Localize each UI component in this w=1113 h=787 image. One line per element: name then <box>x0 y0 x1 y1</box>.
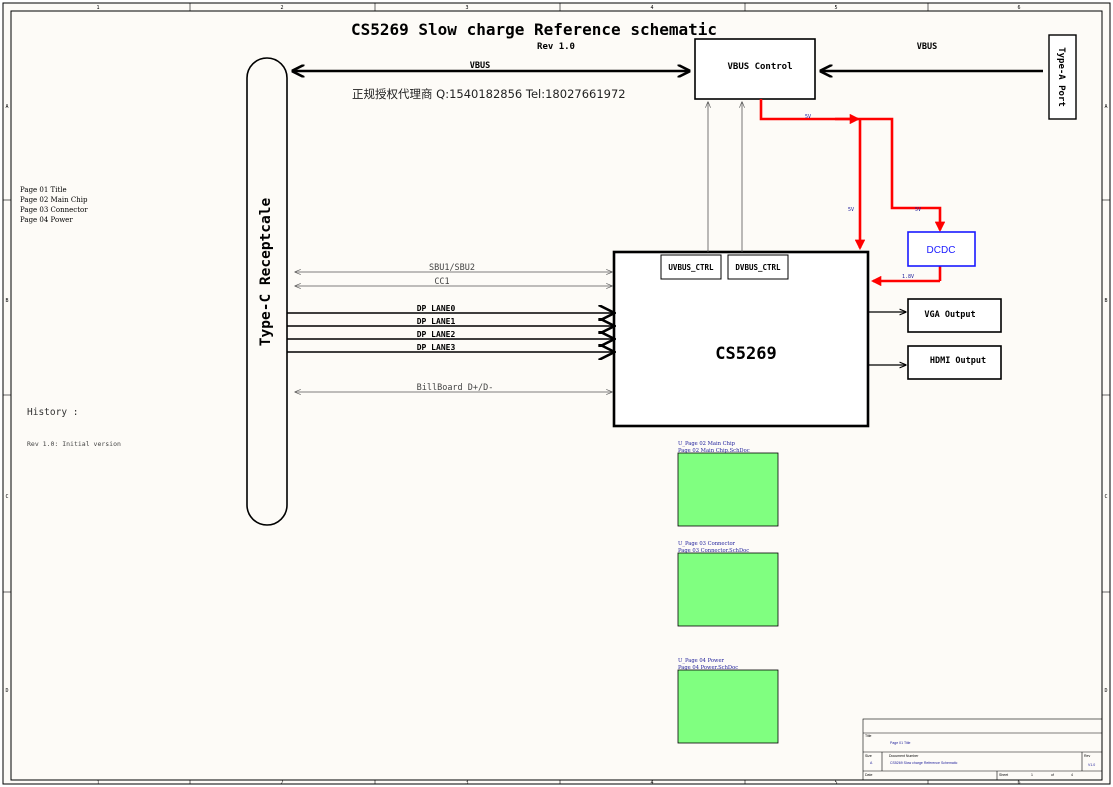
sheet-designator: U_Page 02 Main Chip <box>678 441 736 447</box>
schematic-revision: Rev 1.0 <box>537 42 575 52</box>
zone-col-5-top: 5 <box>834 5 837 11</box>
sheet-symbol-box[interactable] <box>677 452 779 527</box>
power-5v-path <box>759 99 946 233</box>
billboard-label: BillBoard D+/D- <box>417 383 494 393</box>
zone-row-d-right: D <box>1104 688 1107 694</box>
net-label-18v: 1.8V <box>902 274 914 280</box>
page-index-item: Page 02 Main Chip <box>20 196 88 204</box>
uvbus-ctrl-pin-box <box>660 254 722 280</box>
dp-lane-label: DP LANE3 <box>417 343 456 352</box>
tb-title-label: Title <box>865 734 872 738</box>
zone-col-1-bottom: 1 <box>96 780 99 786</box>
sheet-symbol-main-chip[interactable]: U_Page 02 Main Chip Page 02 Main Chip.Sc… <box>677 441 779 527</box>
tb-size-label: Size <box>865 754 872 758</box>
title-block-text: Title Page 01 Title Size A Document Numb… <box>865 734 1095 777</box>
zone-col-5-bottom: 5 <box>834 780 837 786</box>
hdmi-output-label: HDMI Output <box>930 356 986 366</box>
vbus-label-right: VBUS <box>917 42 937 52</box>
page-index-item: Page 04 Power <box>20 216 73 224</box>
cs5269-label: CS5269 <box>715 344 776 364</box>
dealer-note: 正规授权代理商 Q:1540182856 Tel:18027661972 <box>352 87 626 101</box>
zone-row-a-left: A <box>5 104 8 110</box>
tb-title-value: Page 01 Title <box>890 741 910 745</box>
history-heading: History : <box>27 407 78 418</box>
dvbus-ctrl-pin-box <box>727 254 789 280</box>
typea-port-label: Type-A Port <box>1056 47 1066 107</box>
zone-col-6-top: 6 <box>1017 5 1020 11</box>
typea-port-block <box>1048 34 1077 120</box>
sheet-symbol-power[interactable]: U_Page 04 Power Page 04 Power.SchDoc <box>677 658 779 744</box>
page-index: Page 01 Title Page 02 Main Chip Page 03 … <box>20 186 88 224</box>
zone-row-c-right: C <box>1104 494 1107 500</box>
vbus-control-block <box>694 38 816 100</box>
zone-row-c-left: C <box>5 494 8 500</box>
sheet-symbol-box[interactable] <box>677 669 779 744</box>
vga-output-block <box>907 298 1002 333</box>
frame-zone-labels: 1 2 3 4 5 6 1 2 3 4 5 6 A B C D A B C D <box>5 5 1107 786</box>
zone-col-3-top: 3 <box>465 5 468 11</box>
typec-receptacle <box>246 57 288 526</box>
sheet-symbol-connector[interactable]: U_Page 03 Connector Page 03 Connector.Sc… <box>677 541 779 627</box>
tb-size-value: A <box>870 761 873 765</box>
dp-lane-label: DP LANE0 <box>417 304 456 313</box>
zone-row-b-left: B <box>5 298 8 304</box>
uvbus-ctrl-label: UVBUS_CTRL <box>668 263 714 272</box>
page-index-item: Page 03 Connector <box>20 206 88 214</box>
zone-col-2-top: 2 <box>280 5 283 11</box>
sheet-filename: Page 03 Connector.SchDoc <box>678 548 749 554</box>
zone-col-2-bottom: 2 <box>280 780 283 786</box>
page-index-item: Page 01 Title <box>20 186 67 194</box>
tb-docnum-value: CS5269 Slow charge Reference Schematic <box>890 761 958 765</box>
tb-rev-label: Rev <box>1084 754 1090 758</box>
dcdc-block <box>907 231 976 267</box>
zone-row-a-right: A <box>1104 104 1107 110</box>
frame-zone-markers <box>3 3 1110 784</box>
sheet-designator: U_Page 04 Power <box>678 658 725 664</box>
dp-lane-label: DP LANE2 <box>417 330 456 339</box>
zone-col-4-top: 4 <box>650 5 653 11</box>
zone-row-b-right: B <box>1104 298 1107 304</box>
net-label-5v-left: 5V <box>848 207 854 213</box>
zone-col-4-bottom: 4 <box>650 780 653 786</box>
sheet-filename: Page 04 Power.SchDoc <box>678 665 738 671</box>
sbu-label: SBU1/SBU2 <box>429 263 475 273</box>
zone-col-3-bottom: 3 <box>465 780 468 786</box>
zone-row-d-left: D <box>5 688 8 694</box>
sheet-symbol-box[interactable] <box>677 552 779 627</box>
history-entry: Rev 1.0: Initial version <box>27 440 121 448</box>
dp-lane-label: DP LANE1 <box>417 317 456 326</box>
net-label-5v-right: 5V <box>915 207 921 213</box>
zone-col-1-top: 1 <box>96 5 99 11</box>
hdmi-output-block <box>907 345 1002 380</box>
zone-col-6-bottom: 6 <box>1017 780 1020 786</box>
dcdc-label: DCDC <box>927 245 956 256</box>
vbus-control-label: VBUS Control <box>727 62 792 72</box>
tb-sheet-total: 4 <box>1071 773 1073 777</box>
tb-sheet-label: Sheet <box>999 773 1008 777</box>
tb-docnum-label: Document Number <box>889 754 919 758</box>
title-block <box>862 718 1103 781</box>
tb-sheet-number: 1 <box>1031 773 1033 777</box>
tb-of-label: of <box>1051 773 1054 777</box>
cc-label: CC1 <box>434 277 449 287</box>
dvbus-ctrl-label: DVBUS_CTRL <box>735 263 781 272</box>
schematic-title: CS5269 Slow charge Reference schematic <box>351 20 717 39</box>
vbus-label-left: VBUS <box>470 61 490 71</box>
cs5269-chip-block <box>612 250 870 428</box>
net-label-5v-top: 5V <box>805 114 811 120</box>
sheet-filename: Page 02 Main Chip.SchDoc <box>678 448 750 454</box>
frame-inner-border <box>10 10 1103 781</box>
sheet-designator: U_Page 03 Connector <box>678 541 736 547</box>
tb-rev-value: V1.0 <box>1088 763 1095 767</box>
vga-output-label: VGA Output <box>924 310 975 320</box>
tb-date-label: Date <box>865 773 872 777</box>
typec-label: Type-C Receptcale <box>258 198 274 347</box>
